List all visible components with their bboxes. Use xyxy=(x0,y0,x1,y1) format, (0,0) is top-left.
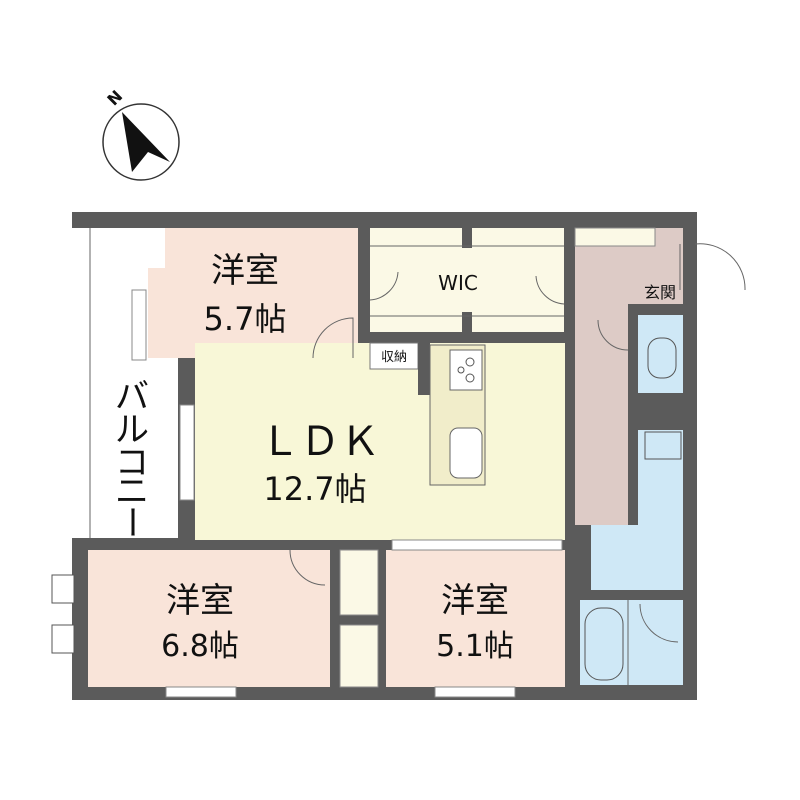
compass-north-label: N xyxy=(103,86,126,109)
room-size-western-5-1: 5.1帖 xyxy=(436,629,514,664)
room-size-western-6-8: 6.8帖 xyxy=(161,629,239,664)
balcony-char: コ xyxy=(115,443,149,483)
washroom xyxy=(591,430,683,590)
room-name-western-5-1: 洋室 xyxy=(441,581,509,621)
bathroom xyxy=(580,600,683,685)
western-room-5-1 xyxy=(386,550,565,687)
closet-2 xyxy=(339,624,379,688)
balcony-label: バ ル コ ニ ー xyxy=(111,377,151,539)
room-name-western-5-7: 洋室 xyxy=(211,251,279,291)
ldk-room xyxy=(195,343,565,540)
closet-1 xyxy=(339,549,379,616)
room-size-western-5-7: 5.7帖 xyxy=(204,300,287,338)
room-size-ldk: 12.7帖 xyxy=(263,470,366,508)
western-room-5-7 xyxy=(148,228,358,358)
room-name-wic: WIC xyxy=(438,271,478,295)
room-name-ldk: ＬＤＫ xyxy=(260,419,380,465)
room-name-western-6-8: 洋室 xyxy=(166,581,234,621)
kitchen-counter xyxy=(429,344,486,486)
room-name-entrance: 玄関 xyxy=(644,283,676,302)
balcony-char: ル xyxy=(115,410,149,450)
balcony-char: バ xyxy=(115,377,149,417)
western-room-6-8 xyxy=(88,550,330,687)
balcony-char: ー xyxy=(111,505,151,539)
north-compass-icon: N xyxy=(102,86,180,181)
balcony-char: ニ xyxy=(115,472,149,512)
room-name-storage: 収納 xyxy=(381,350,407,365)
